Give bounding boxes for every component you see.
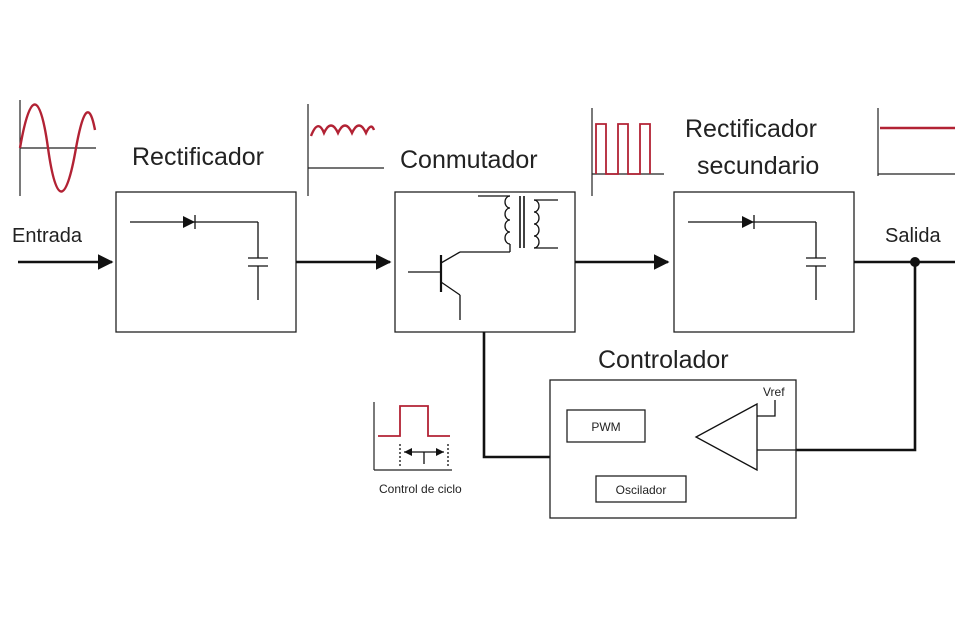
diode-capacitor-circuit bbox=[130, 215, 268, 300]
control-wire bbox=[482, 332, 550, 459]
rectifier-block bbox=[115, 191, 297, 333]
rectifier-waveform bbox=[307, 104, 384, 196]
input-label: Entrada bbox=[12, 225, 83, 247]
rectifier-title: Rectificador bbox=[132, 143, 264, 171]
transistor-transformer-circuit bbox=[408, 195, 558, 320]
input-sine-waveform bbox=[18, 100, 97, 196]
secondary-rectifier-block bbox=[673, 191, 855, 333]
output-dc-waveform bbox=[877, 108, 955, 176]
comparator-symbol bbox=[694, 402, 758, 472]
duty-cycle-label: Control de ciclo bbox=[379, 482, 462, 496]
diode-symbol bbox=[183, 216, 195, 228]
pwm-label: PWM bbox=[591, 420, 620, 434]
diode-symbol bbox=[742, 216, 754, 228]
oscillator-label: Oscilador bbox=[616, 483, 667, 497]
vref-connection bbox=[757, 400, 776, 417]
duty-cycle-waveform bbox=[373, 402, 452, 471]
output-label: Salida bbox=[885, 225, 941, 247]
vref-label: Vref bbox=[763, 385, 785, 399]
controller-title: Controlador bbox=[598, 346, 729, 374]
switch-block bbox=[394, 191, 576, 333]
secondary-diode-capacitor-circuit bbox=[688, 215, 826, 300]
feedback-wire bbox=[796, 262, 917, 452]
square-waveform bbox=[591, 108, 664, 196]
pwm-block bbox=[566, 409, 646, 443]
switch-title: Conmutador bbox=[400, 146, 538, 174]
secondary-rectifier-title-line1: Rectificador bbox=[685, 115, 817, 143]
secondary-rectifier-title-line2: secundario bbox=[697, 152, 819, 180]
oscillator-block bbox=[595, 475, 687, 503]
